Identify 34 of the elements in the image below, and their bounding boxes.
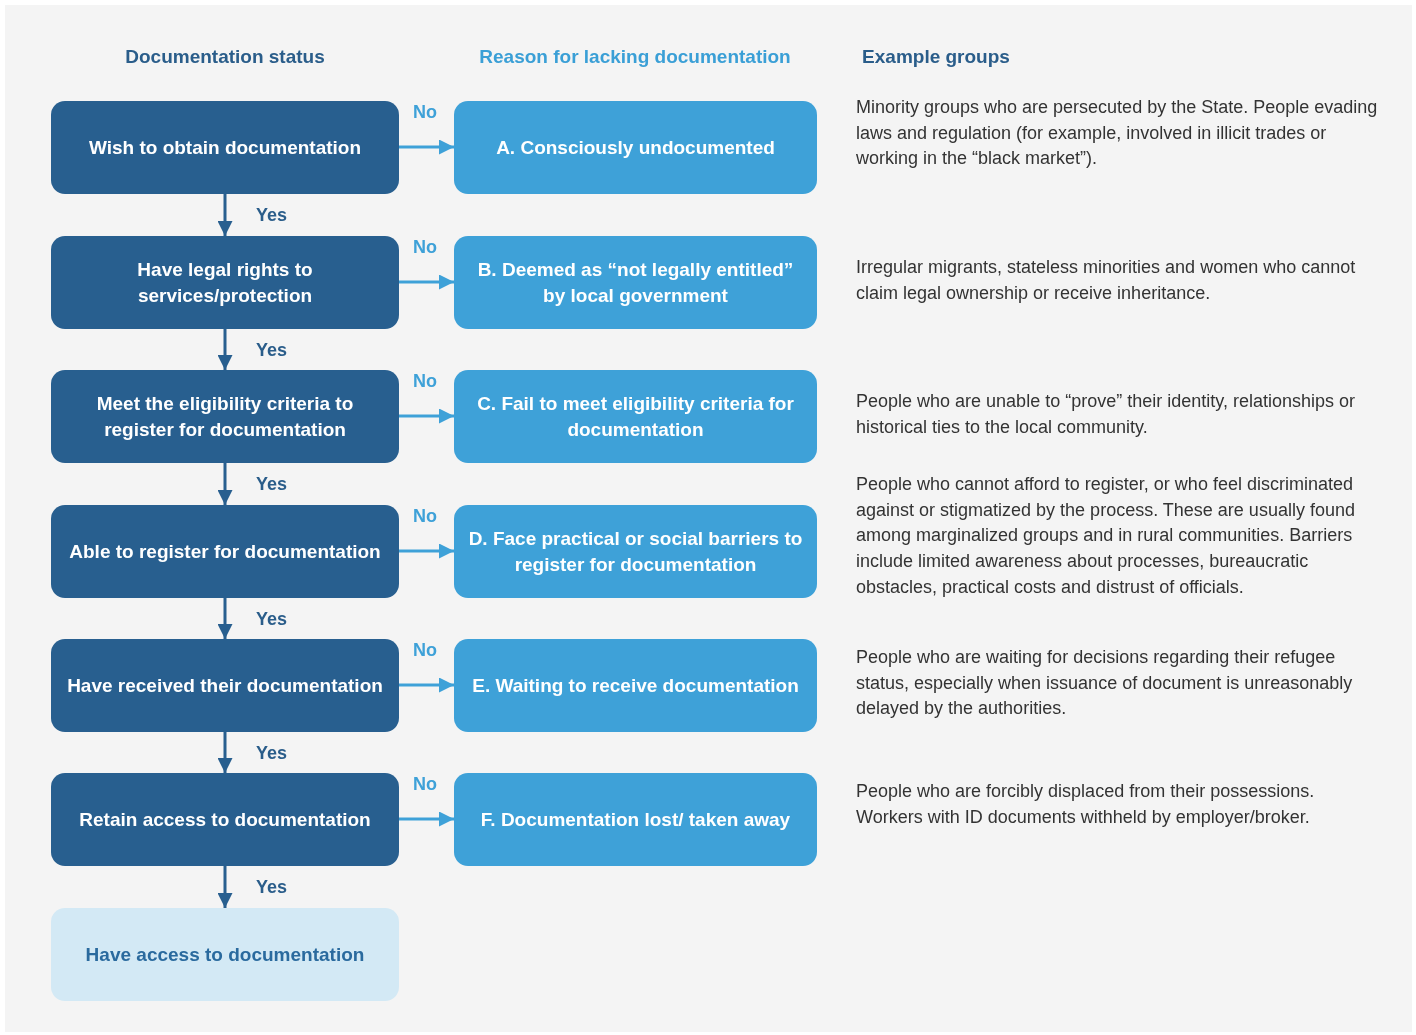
- arrow: [217, 329, 233, 370]
- reason-box: C. Fail to meet eligibility criteria for documentation: [454, 370, 817, 463]
- column-header: Example groups: [862, 46, 1010, 68]
- example-text: People who are unable to “prove” their identity, relationships or historical ties to the local community.: [856, 390, 1356, 439]
- example-text: People who cannot afford to register, or who feel discriminated against or stigmatized by the process. These are usually found among marginalized groups and in rural communities. Barriers include limited awareness about processes, bureaucratic obstacles, practical costs and distrust of officials.: [856, 473, 1356, 599]
- example-text: People who are waiting for decisions regarding their refugee status, especially when issuance of document is unreasonably delayed by the authorities.: [856, 646, 1354, 721]
- reason-box: D. Face practical or social barriers to register for documentation: [454, 505, 817, 598]
- status-box: Have legal rights to services/protection: [51, 236, 399, 329]
- column-header: Documentation status: [125, 46, 325, 68]
- status-box: Able to register for documentation: [51, 505, 399, 598]
- reason-box: F. Documentation lost/ taken away: [454, 773, 817, 866]
- arrow: [399, 677, 454, 693]
- arrow: [217, 598, 233, 639]
- arrow: [399, 274, 454, 290]
- example-text: Minority groups who are persecuted by the State. People evading laws and regulation (for example, involved in illicit trades or working in the “black market”).: [856, 96, 1379, 171]
- status-box: Retain access to documentation: [51, 773, 399, 866]
- reason-box: E. Waiting to receive documentation: [454, 639, 817, 732]
- arrow: [217, 732, 233, 773]
- status-box: Wish to obtain documentation: [51, 101, 399, 194]
- reason-box: B. Deemed as “not legally entitled” by local government: [454, 236, 817, 329]
- status-box: Have received their documentation: [51, 639, 399, 732]
- arrow: [399, 139, 454, 155]
- arrow: [399, 811, 454, 827]
- outcome-box: Have access to documentation: [51, 908, 399, 1001]
- arrow: [217, 194, 233, 236]
- status-box: Meet the eligibility criteria to register for documentation: [51, 370, 399, 463]
- example-text: Irregular migrants, stateless minorities and women who cannot claim legal ownership or receive inheritance.: [856, 256, 1357, 305]
- arrow: [399, 408, 454, 424]
- arrow: [399, 543, 454, 559]
- arrow: [217, 866, 233, 908]
- column-header: Reason for lacking documentation: [479, 46, 791, 68]
- arrow: [217, 463, 233, 505]
- reason-box: A. Consciously undocumented: [454, 101, 817, 194]
- example-text: People who are forcibly displaced from their possessions. Workers with ID documents withheld by employer/broker.: [856, 780, 1316, 829]
